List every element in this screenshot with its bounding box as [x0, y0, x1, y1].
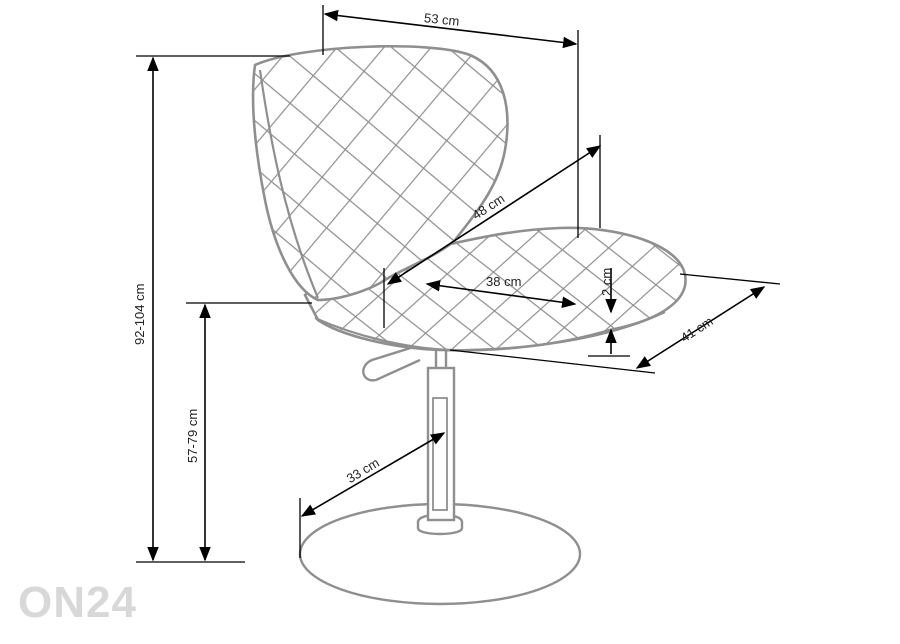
seat-height-label: 57-79 cm: [185, 409, 200, 463]
seat-width-label: 53 cm: [423, 10, 460, 29]
seat-thickness-label: 2 cm: [599, 268, 614, 296]
seat-width-arrow: [323, 9, 578, 49]
seat-depth-label: 38 cm: [486, 274, 521, 289]
seat-side-arrow: [635, 286, 766, 369]
seat-depth-arrow: [425, 280, 577, 308]
seat-side-label: 41 cm: [678, 313, 716, 345]
height-adjust-lever: [362, 343, 421, 382]
total-height-label: 92-104 cm: [132, 284, 147, 345]
base-radius-arrow: [300, 432, 446, 517]
dimension-arrows: [147, 9, 766, 562]
seat-diagonal-arrow: [386, 145, 602, 285]
watermark-logo: ON24: [18, 578, 137, 627]
